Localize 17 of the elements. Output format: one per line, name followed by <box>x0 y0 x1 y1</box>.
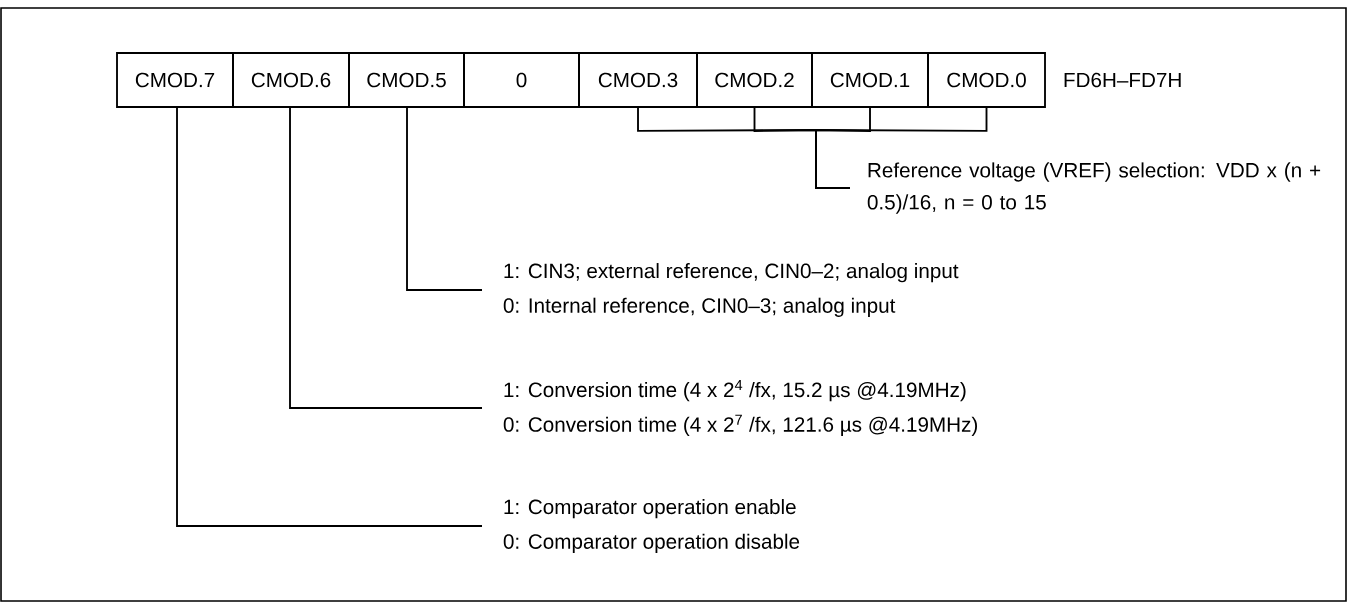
description-text: 1: Conversion time (4 x 2$^{4}$ /fx, 15.2 µs @4.19MHz) 0: Conversion time (4 x 2$^{7}$ /fx, 121.6 µs @4.19MHz) <box>503 380 977 436</box>
register-cell: CMOD.1 <box>811 52 929 108</box>
register-cell: CMOD.3 <box>578 52 698 108</box>
leader-line <box>815 107 988 189</box>
register-address: FD6H–FD7H <box>1064 72 1181 88</box>
description-text: 1: CIN3; external reference, CIN0–2; analog input 0: Internal reference, CIN0–3; analog input <box>503 263 959 317</box>
register-cell: CMOD.6 <box>232 52 350 108</box>
leader-line <box>289 107 483 409</box>
register-cell: CMOD.5 <box>348 52 465 108</box>
register-cell: 0 <box>463 52 580 108</box>
leader-line <box>406 107 483 291</box>
description-text: 1: Comparator operation enable 0: Comparator operation disable <box>503 499 800 553</box>
register-cell: CMOD.2 <box>696 52 813 108</box>
description-text: Reference voltage (VREF) selection: VDD x (n + 0.5)/16, n = 0 to 15 <box>867 162 1321 214</box>
register-cell: CMOD.0 <box>927 52 1046 108</box>
register-cell: CMOD.7 <box>116 52 234 108</box>
leader-line <box>176 107 483 527</box>
